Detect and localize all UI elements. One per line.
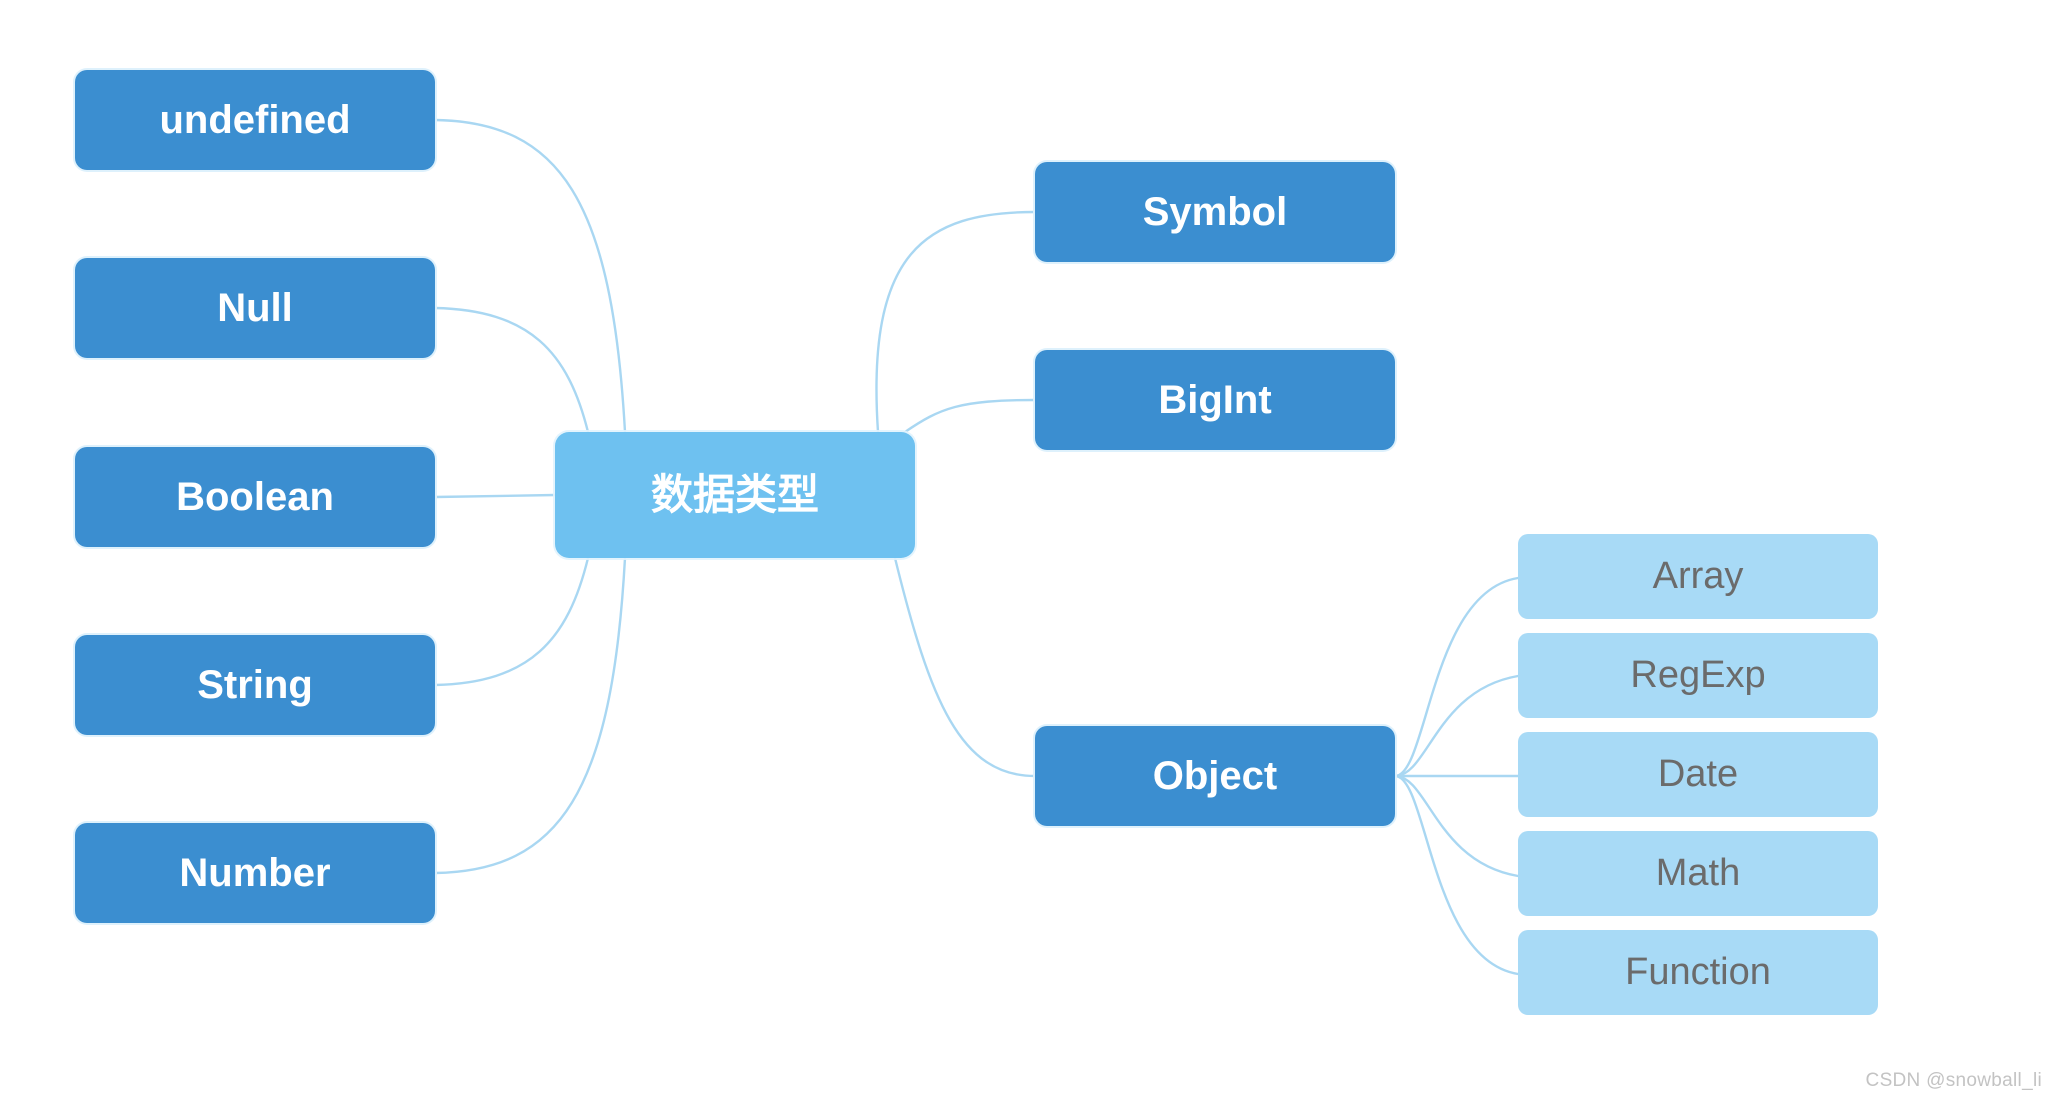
connector-Number-to-数据类型 (433, 556, 627, 875)
node-date[interactable]: Date (1518, 732, 1878, 817)
root-node-数据类型[interactable]: 数据类型 (555, 432, 915, 558)
node-label: Null (217, 286, 293, 330)
node-null[interactable]: Null (75, 258, 435, 358)
connector-数据类型-to-BigInt (903, 398, 1037, 434)
node-bigint[interactable]: BigInt (1035, 350, 1395, 450)
connector-Object-to-Function (1393, 774, 1520, 976)
node-label: 数据类型 (650, 470, 819, 518)
node-object[interactable]: Object (1035, 726, 1395, 826)
node-function[interactable]: Function (1518, 930, 1878, 1015)
connector-数据类型-to-Symbol (875, 210, 1037, 434)
connector-Object-to-RegExp (1393, 674, 1520, 778)
connector-Object-to-Array (1393, 576, 1520, 778)
node-label: Array (1652, 554, 1744, 597)
connector-数据类型-to-Object (893, 556, 1037, 778)
connector-Null-to-数据类型 (433, 306, 590, 434)
connector-Object-to-Math (1393, 774, 1520, 878)
node-label: Function (1625, 950, 1771, 993)
connector-String-to-数据类型 (433, 556, 590, 687)
watermark-label: CSDN @snowball_li (1865, 1070, 2042, 1091)
node-symbol[interactable]: Symbol (1035, 162, 1395, 262)
node-label: BigInt (1158, 378, 1272, 422)
node-number[interactable]: Number (75, 823, 435, 923)
node-label: Math (1655, 851, 1741, 894)
node-label: Object (1152, 754, 1278, 798)
node-array[interactable]: Array (1518, 534, 1878, 619)
connector-undefined-to-数据类型 (433, 118, 627, 434)
node-label: Boolean (176, 475, 334, 519)
node-math[interactable]: Math (1518, 831, 1878, 916)
node-undefined[interactable]: undefined (75, 70, 435, 170)
node-label: String (197, 663, 313, 707)
node-label: RegExp (1630, 653, 1766, 696)
node-label: Number (179, 851, 331, 895)
node-string[interactable]: String (75, 635, 435, 735)
node-regexp[interactable]: RegExp (1518, 633, 1878, 718)
connector-Boolean-to-数据类型 (433, 493, 557, 499)
node-boolean[interactable]: Boolean (75, 447, 435, 547)
node-label: Date (1657, 752, 1739, 795)
node-label: Symbol (1142, 190, 1288, 234)
node-label: undefined (159, 98, 351, 142)
